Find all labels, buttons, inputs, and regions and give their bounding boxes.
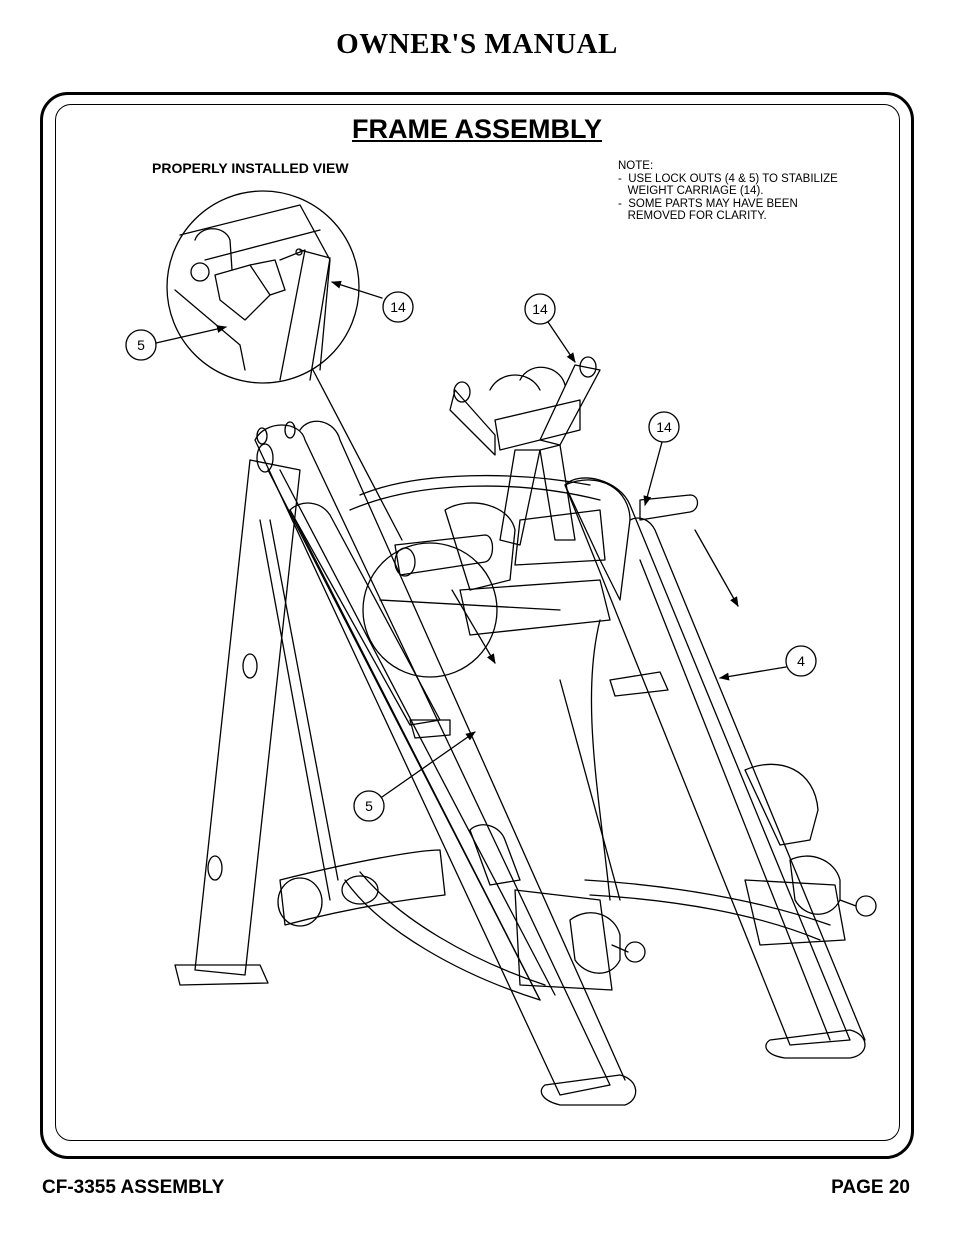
note-line: - USE LOCK OUTS (4 & 5) TO STABILIZE [618,172,838,185]
view-label: PROPERLY INSTALLED VIEW [152,160,349,176]
callout-label: 14 [390,299,406,315]
detail-marker-circle [362,542,498,678]
note-line: - SOME PARTS MAY HAVE BEEN [618,197,798,210]
footer-model-label: CF-3355 ASSEMBLY [42,1177,225,1198]
weight-plate [349,474,601,611]
callout-leaders [155,280,787,798]
callout-label: 5 [365,798,373,814]
outer-page-frame [40,92,914,1159]
left-rail [254,420,646,1106]
right-rail [564,477,877,1059]
left-rear-upright [174,459,339,986]
callout-label: 4 [797,653,805,669]
note-line: NOTE: [618,160,654,172]
note-line: REMOVED FOR CLARITY. [618,210,767,222]
manual-title: OWNER'S MANUAL [336,28,618,60]
note-line: WEIGHT CARRIAGE (14). [618,185,764,197]
callout-4: 4 [785,645,817,677]
assembly-note: NOTE: - USE LOCK OUTS (4 & 5) TO STABILI… [618,160,838,223]
base-frame [277,619,831,1001]
callout-5-inset: 5 [125,329,157,361]
callout-14-right: 14 [648,411,680,443]
callout-5-main: 5 [353,790,385,822]
footer-page-number: PAGE 20 [831,1177,910,1198]
callout-14-top: 14 [524,293,556,325]
inner-page-frame [55,104,900,1141]
callout-14-inset: 14 [382,291,414,323]
callout-label: 5 [137,337,145,353]
section-title: FRAME ASSEMBLY [351,114,603,144]
detail-inset [166,190,360,384]
inset-leader-line [312,369,403,541]
callout-label: 14 [532,301,548,317]
weight-carriage [394,356,699,636]
callout-label: 14 [656,419,672,435]
